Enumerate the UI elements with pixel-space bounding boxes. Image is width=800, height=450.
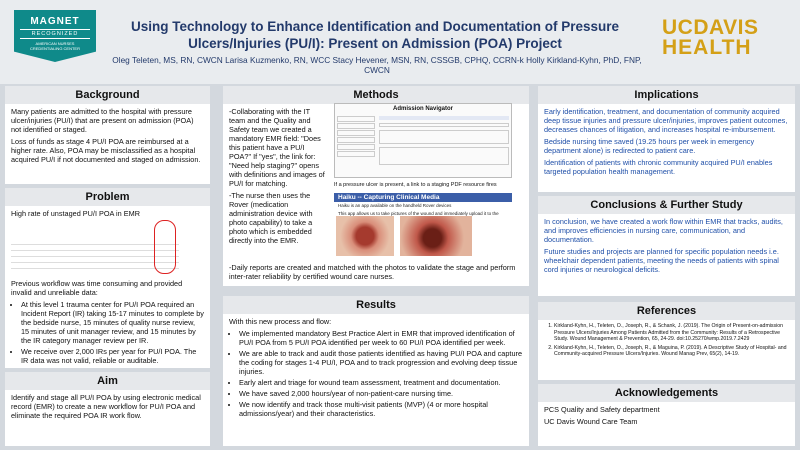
screenshot-sidebar [337, 116, 375, 158]
conclusions-p2: Future studies and projects are planned … [544, 247, 779, 274]
implications-panel: Implications Early identification, treat… [538, 86, 795, 192]
results-bullet: We have saved 2,000 hours/year of non-pa… [239, 389, 523, 398]
magnet-line4: CREDENTIALING CENTER [29, 46, 80, 51]
problem-panel: Problem High rate of unstaged PU/I POA i… [5, 188, 210, 368]
implications-body: Early identification, treatment, and doc… [538, 104, 795, 182]
implications-heading: Implications [538, 86, 795, 104]
background-body: Many patients are admitted to the hospit… [5, 104, 210, 170]
wound-photo [336, 216, 394, 256]
results-bullet: We are able to track and audit those pat… [239, 349, 523, 376]
references-panel: References Kirkland-Kyhn, H., Teleten, O… [538, 302, 795, 380]
methods-text-1: -Collaborating with the IT team and the … [229, 107, 325, 188]
screenshot-form [379, 116, 509, 165]
problem-subtitle: High rate of unstaged PU/I POA in EMR [11, 209, 140, 218]
problem-bullet: At this level 1 trauma center for PU/I P… [21, 300, 204, 345]
methods-text-2: -The nurse then uses the Rover (medicati… [229, 191, 313, 245]
poster-title: Using Technology to Enhance Identificati… [130, 19, 620, 51]
conclusions-p1: In conclusion, we have created a work fl… [544, 217, 783, 244]
screenshot-title: Admission Navigator [392, 106, 453, 112]
results-heading: Results [223, 296, 529, 314]
background-p2: Loss of funds as stage 4 PU/I POA are re… [11, 137, 201, 164]
highlight-circle [154, 220, 176, 274]
magnet-line1: MAGNET [30, 16, 80, 27]
unstaged-rate-table [11, 220, 181, 274]
results-bullet: We implemented mandatory Best Practice A… [239, 329, 523, 347]
poster-header: MAGNET RECOGNIZED AMERICAN NURSES CREDEN… [0, 0, 800, 84]
problem-bullet: We receive over 2,000 IRs per year for P… [21, 347, 204, 365]
aim-heading: Aim [5, 372, 210, 390]
implications-p2: Bedside nursing time saved (19.25 hours … [544, 137, 755, 155]
ucdavis-logo: UCDAVIS HEALTH [662, 16, 759, 59]
problem-body: Previous workflow was time consuming and… [5, 276, 210, 370]
conclusions-heading: Conclusions & Further Study [538, 196, 795, 214]
acknowledgements-body: PCS Quality and Safety department UC Dav… [538, 402, 795, 432]
implications-p3: Identification of patients with chronic … [544, 158, 773, 176]
background-p1: Many patients are admitted to the hospit… [11, 107, 194, 134]
logo-line1: UCDAVIS [662, 16, 759, 39]
methods-left-column: -Collaborating with the IT team and the … [223, 104, 331, 251]
conclusions-body: In conclusion, we have created a work fl… [538, 214, 795, 280]
acknowledgements-heading: Acknowledgements [538, 384, 795, 402]
results-intro: With this new process and flow: [229, 317, 332, 326]
results-body: With this new process and flow: We imple… [223, 314, 529, 423]
magnet-logo: MAGNET RECOGNIZED AMERICAN NURSES CREDEN… [14, 10, 96, 62]
references-body: Kirkland-Kyhn, H., Teleten, O., Joseph, … [538, 320, 795, 363]
acknowledgements-panel: Acknowledgements PCS Quality and Safety … [538, 384, 795, 446]
references-heading: References [538, 302, 795, 320]
aim-panel: Aim Identify and stage all PU/I POA by u… [5, 372, 210, 446]
magnet-line2: RECOGNIZED [20, 29, 90, 39]
acknowledgement-line: UC Davis Wound Care Team [544, 417, 638, 426]
magnet-line3: AMERICAN NURSES [35, 41, 75, 46]
reference-item: Kirkland-Kyhn, H., Teleten, O., Joseph, … [554, 345, 789, 358]
reference-item: Kirkland-Kyhn, H., Teleten, O., Joseph, … [554, 323, 789, 343]
conclusions-panel: Conclusions & Further Study In conclusio… [538, 196, 795, 296]
wound-photo [400, 216, 472, 256]
haiku-title: Haiku -- Capturing Clinical Media [334, 193, 512, 202]
results-panel: Results With this new process and flow: … [223, 296, 529, 446]
background-heading: Background [5, 86, 210, 104]
background-panel: Background Many patients are admitted to… [5, 86, 210, 184]
admission-navigator-screenshot: Admission Navigator [334, 103, 512, 178]
problem-heading: Problem [5, 188, 210, 206]
results-bullet: We now identify and track those multi-vi… [239, 400, 523, 418]
results-bullet: Early alert and triage for wound team as… [239, 378, 523, 387]
problem-after-table: Previous workflow was time consuming and… [11, 279, 183, 297]
poster-authors: Oleg Teleten, MS, RN, CWCN Larisa Kuzmen… [112, 55, 642, 75]
screenshot-caption: If a pressure ulcer is present, a link t… [334, 182, 497, 188]
acknowledgement-line: PCS Quality and Safety department [544, 405, 660, 414]
methods-heading: Methods [223, 86, 529, 104]
haiku-bullet-1: Haiku is an app available on the handhel… [338, 203, 452, 208]
aim-text: Identify and stage all PU/I POA by using… [11, 393, 201, 420]
implications-p1: Early identification, treatment, and doc… [544, 107, 788, 134]
methods-bottom-text: -Daily reports are created and matched w… [229, 263, 516, 281]
logo-line2: HEALTH [662, 36, 752, 59]
